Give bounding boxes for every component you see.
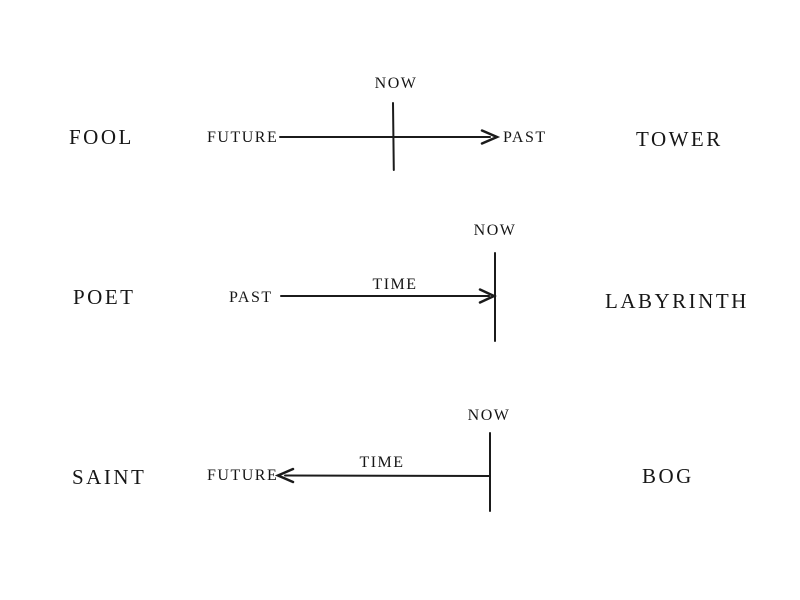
row2-left-label: POET	[73, 285, 136, 309]
row3-time-label: TIME	[359, 454, 405, 471]
row3-right-label: BOG	[642, 464, 694, 488]
row1-now-tick	[392, 102, 395, 171]
row2-now-label: NOW	[473, 222, 517, 239]
row3-timeline-line	[284, 474, 490, 477]
row3-end-label: FUTURE	[207, 467, 279, 484]
row3-left-label: SAINT	[72, 465, 147, 489]
row3-timeline-figure	[274, 432, 491, 512]
row1-end-label: PAST	[503, 129, 547, 146]
row3-now-label: NOW	[467, 407, 511, 424]
row1-right-label: TOWER	[636, 127, 723, 151]
row1-start-label: FUTURE	[207, 129, 279, 146]
row1-arrowhead-icon	[480, 129, 501, 145]
row1-left-label: FOOL	[69, 125, 134, 149]
row3-arrowhead-icon	[274, 467, 295, 484]
row1-now-label: NOW	[374, 75, 418, 92]
row2-right-label: LABYRINTH	[605, 289, 749, 313]
row2-time-label: TIME	[372, 276, 418, 293]
row2-timeline-figure	[280, 252, 497, 342]
row1-timeline-figure	[279, 102, 501, 171]
row2-start-label: PAST	[229, 289, 273, 306]
